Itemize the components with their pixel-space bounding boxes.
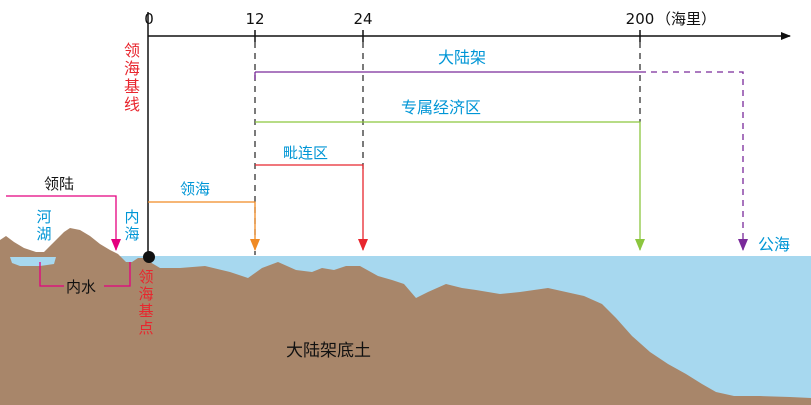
territorial-sea-bracket — [148, 201, 260, 251]
subsoil-label: 大陆架底土 — [286, 341, 371, 361]
tick-label-200: 200 — [626, 10, 655, 28]
lake-label: 河湖 — [36, 208, 51, 243]
high-seas-label: 公海 — [758, 235, 790, 254]
territorial-sea-label: 领海 — [180, 180, 210, 198]
eez-label: 专属经济区 — [401, 98, 481, 117]
tick-label-24: 24 — [353, 10, 372, 28]
land-bracket — [6, 195, 121, 251]
tick-label-12: 12 — [245, 10, 264, 28]
shelf-label: 大陆架 — [438, 48, 486, 67]
contiguous-zone-bracket — [255, 164, 368, 251]
base-point-dot — [143, 251, 155, 263]
baseline-label: 领海基线 — [124, 41, 140, 114]
tick-label-0: 0 — [144, 10, 154, 28]
axis-unit: （海里） — [656, 10, 716, 28]
inner-water-label-bg — [64, 276, 104, 296]
inner-sea-label: 内海 — [124, 208, 139, 243]
lake — [10, 257, 56, 266]
eez-bracket — [255, 121, 645, 251]
land-and-shelf — [0, 228, 811, 405]
shelf-bracket-dashed — [640, 71, 748, 251]
inner-water-label: 内水 — [66, 278, 96, 296]
base-point-label: 领海基点 — [138, 268, 153, 337]
contiguous-zone-label: 毗连区 — [283, 144, 328, 162]
land-label: 领陆 — [44, 175, 74, 193]
